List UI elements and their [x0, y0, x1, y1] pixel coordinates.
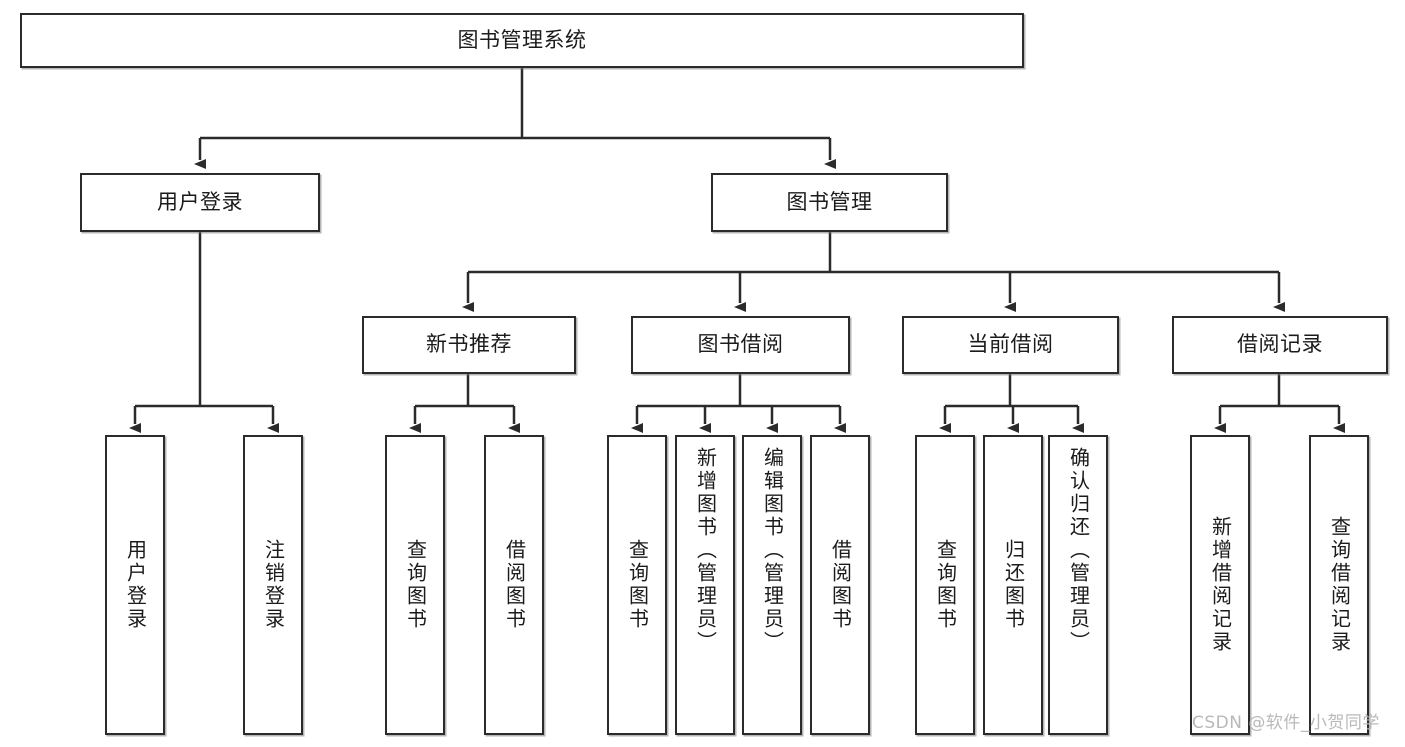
node-user-login-label: 用户登录: [157, 189, 243, 214]
node-book-borrow[interactable]: 图书借阅: [631, 316, 850, 374]
node-leaf-edit-book[interactable]: 编辑图书（管理员）: [742, 435, 802, 735]
node-leaf-query-book-3-label: 查询图书: [933, 539, 958, 631]
node-leaf-borrow-book-1-label: 借阅图书: [502, 539, 527, 631]
node-leaf-return-book-label: 归还图书: [1001, 539, 1026, 631]
node-book-borrow-label: 图书借阅: [697, 332, 784, 357]
node-leaf-add-borrow-record-label: 新增借阅记录: [1208, 516, 1233, 654]
node-leaf-borrow-book-2[interactable]: 借阅图书: [810, 435, 870, 735]
node-leaf-add-borrow-record[interactable]: 新增借阅记录: [1190, 435, 1250, 735]
node-current-borrow[interactable]: 当前借阅: [902, 316, 1119, 374]
connector-userlogin-to-leaves: [129, 232, 279, 433]
node-leaf-query-book-2-label: 查询图书: [625, 539, 650, 631]
node-book-management[interactable]: 图书管理: [711, 173, 948, 232]
node-book-management-label: 图书管理: [786, 189, 873, 214]
node-leaf-add-book[interactable]: 新增图书（管理员）: [675, 435, 735, 735]
node-leaf-query-borrow-record[interactable]: 查询借阅记录: [1309, 435, 1369, 735]
node-new-book-recommend[interactable]: 新书推荐: [362, 316, 576, 374]
node-root[interactable]: 图书管理系统: [20, 13, 1024, 68]
node-leaf-query-book-2[interactable]: 查询图书: [607, 435, 667, 735]
connector-currentborrow-to-leaves: [939, 374, 1084, 433]
node-borrow-record[interactable]: 借阅记录: [1172, 316, 1388, 374]
node-leaf-return-book[interactable]: 归还图书: [983, 435, 1043, 735]
node-leaf-borrow-book-1[interactable]: 借阅图书: [484, 435, 544, 735]
node-root-label: 图书管理系统: [457, 27, 587, 52]
node-leaf-logout-login-label: 注销登录: [261, 539, 286, 631]
connector-bookborrow-to-leaves: [631, 374, 846, 433]
node-leaf-user-login[interactable]: 用户登录: [105, 435, 165, 735]
node-leaf-borrow-book-2-label: 借阅图书: [828, 539, 853, 631]
connector-root-to-level2: [194, 68, 836, 169]
node-leaf-query-book-3[interactable]: 查询图书: [915, 435, 975, 735]
node-user-login[interactable]: 用户登录: [80, 173, 320, 232]
connector-newbook-to-leaves: [409, 374, 520, 433]
node-leaf-edit-book-label: 编辑图书（管理员）: [760, 447, 785, 654]
connector-bookmgmt-to-level3: [462, 232, 1285, 312]
node-leaf-add-book-label: 新增图书（管理员）: [693, 447, 718, 654]
watermark-text: CSDN @软件_小贺同学: [1192, 713, 1380, 733]
node-new-book-recommend-label: 新书推荐: [426, 332, 512, 357]
node-current-borrow-label: 当前借阅: [967, 332, 1054, 357]
node-leaf-logout-login[interactable]: 注销登录: [243, 435, 303, 735]
node-leaf-confirm-return[interactable]: 确认归还（管理员）: [1048, 435, 1108, 735]
node-leaf-query-borrow-record-label: 查询借阅记录: [1327, 516, 1352, 654]
node-leaf-query-book-1-label: 查询图书: [403, 539, 428, 631]
node-leaf-confirm-return-label: 确认归还（管理员）: [1066, 447, 1091, 654]
node-borrow-record-label: 借阅记录: [1237, 332, 1323, 357]
connector-borrowrecord-to-leaves: [1214, 374, 1345, 433]
node-leaf-query-book-1[interactable]: 查询图书: [385, 435, 445, 735]
node-leaf-user-login-label: 用户登录: [123, 539, 148, 631]
